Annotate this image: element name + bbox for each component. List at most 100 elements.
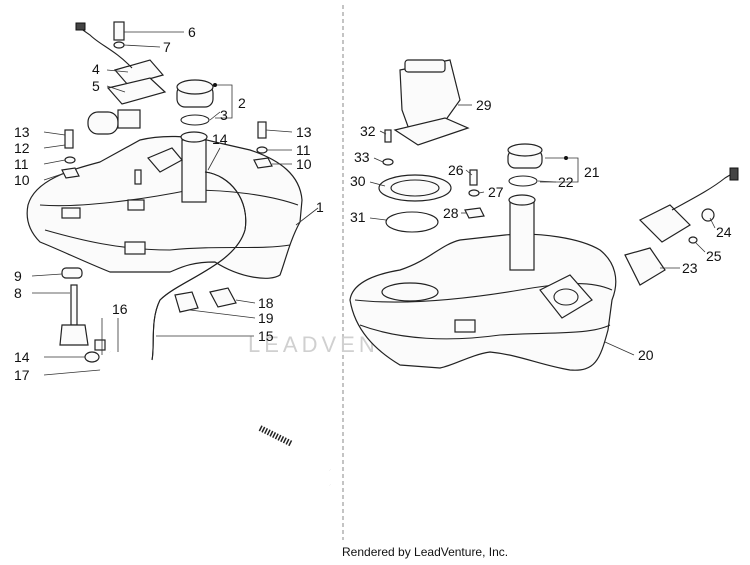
nut-10-left	[61, 167, 80, 179]
washer-11-left	[64, 156, 76, 164]
ring-31	[385, 211, 439, 233]
callout-30: 30	[350, 173, 366, 189]
pump-flange	[113, 59, 165, 86]
callout-28: 28	[443, 205, 459, 221]
bolt-6	[113, 21, 125, 41]
leader-30	[369, 181, 386, 187]
pump-plate-area	[147, 147, 183, 173]
filler-neck-top	[180, 131, 208, 143]
washer-33	[382, 158, 394, 166]
sender-arm	[624, 247, 666, 286]
cap-21-top	[507, 143, 543, 157]
callout-5: 5	[92, 78, 100, 94]
leader-17	[43, 369, 101, 376]
fuel-pump-sender	[75, 22, 167, 135]
leader-33	[373, 157, 384, 163]
leader-7	[123, 44, 161, 48]
clamp-9	[61, 267, 83, 279]
leader-22	[537, 180, 557, 183]
gasket-30	[378, 174, 452, 202]
leader-18	[235, 299, 256, 304]
vent-hose-inner	[151, 171, 247, 361]
hose-clips	[174, 287, 237, 313]
tank-mount-tab-3	[124, 241, 146, 255]
callout-labels: 1 2 3 4 5 6 7 8 9 10 10 11 11 12 13 13 1…	[14, 24, 732, 383]
callout-13-right: 13	[296, 124, 312, 140]
leader-4	[106, 69, 129, 73]
leader-14a	[207, 147, 221, 171]
clamp-14-left	[84, 351, 100, 363]
callout-3: 3	[220, 107, 228, 123]
callout-4: 4	[92, 61, 100, 77]
nut-10-right	[253, 157, 273, 169]
leader-11a	[43, 159, 66, 165]
callout-7: 7	[163, 39, 171, 55]
clip-18	[209, 287, 237, 308]
filler-neck	[181, 139, 207, 203]
leader-13a	[43, 131, 66, 136]
leader-31	[369, 217, 387, 221]
fuel-pump-module	[393, 59, 470, 146]
pump-seals	[378, 174, 452, 233]
callout-11-left: 11	[14, 156, 29, 172]
callout-21: 21	[584, 164, 600, 180]
tap-stem-8	[70, 284, 78, 326]
callout-27: 27	[488, 184, 504, 200]
screw-32	[384, 129, 392, 143]
pump-plate-right	[539, 274, 593, 319]
washer-27	[468, 189, 480, 197]
cap-2-top	[176, 79, 214, 95]
washer-25	[688, 236, 698, 244]
leader-12	[43, 144, 66, 149]
left-fuel-tank-assembly	[26, 131, 303, 361]
leader-5	[106, 85, 126, 93]
fuel-tank-right	[349, 233, 617, 371]
pump-module-base	[393, 117, 470, 146]
washer-11-right	[256, 146, 268, 154]
fuel-tap-assembly	[59, 267, 106, 363]
callout-17: 17	[14, 367, 30, 383]
pump-module-top	[404, 59, 446, 73]
callout-16: 16	[112, 301, 128, 317]
grommet-24	[701, 208, 715, 222]
gasket-22	[508, 175, 538, 187]
callout-26: 26	[448, 162, 464, 178]
gasket-3	[180, 114, 210, 126]
tap-body-8	[59, 324, 89, 346]
leader-21	[545, 157, 579, 172]
filler-neck-right	[509, 199, 535, 271]
pump-bracket	[117, 109, 141, 129]
callout-11-right: 11	[296, 142, 311, 158]
gasket-30-inner	[390, 179, 440, 197]
clip-19	[174, 291, 199, 313]
tank-r-lower	[359, 324, 611, 340]
pump-plate-ring	[553, 288, 579, 306]
pump-wire	[79, 27, 133, 69]
callout-18: 18	[258, 295, 274, 311]
tank-mount-tab	[61, 207, 81, 219]
leader-lines	[31, 31, 716, 376]
sender-connector	[729, 167, 739, 181]
hose-17-inner	[99, 369, 331, 486]
callout-10-right: 10	[296, 156, 312, 172]
callout-14-top: 14	[212, 131, 228, 147]
bolt-tank-left	[134, 169, 142, 185]
callout-1: 1	[316, 199, 324, 215]
pump-gasket	[106, 77, 167, 105]
clamp-14-b	[94, 339, 106, 351]
callout-32: 32	[360, 123, 376, 139]
tank-lower-line	[44, 229, 291, 251]
tank-r-tab	[454, 319, 476, 333]
leader-9	[31, 273, 63, 277]
callout-23: 23	[682, 260, 698, 276]
right-fuel-tank-assembly	[349, 194, 617, 371]
level-sender-23	[624, 167, 739, 286]
tank-mount-tab-2	[127, 199, 145, 211]
callout-22: 22	[558, 174, 574, 190]
group-dot-21	[564, 156, 568, 160]
callout-25: 25	[706, 248, 722, 264]
leader-26	[465, 169, 473, 176]
nut-28	[464, 207, 485, 219]
bolt-26	[469, 169, 478, 186]
callout-2: 2	[238, 95, 246, 111]
